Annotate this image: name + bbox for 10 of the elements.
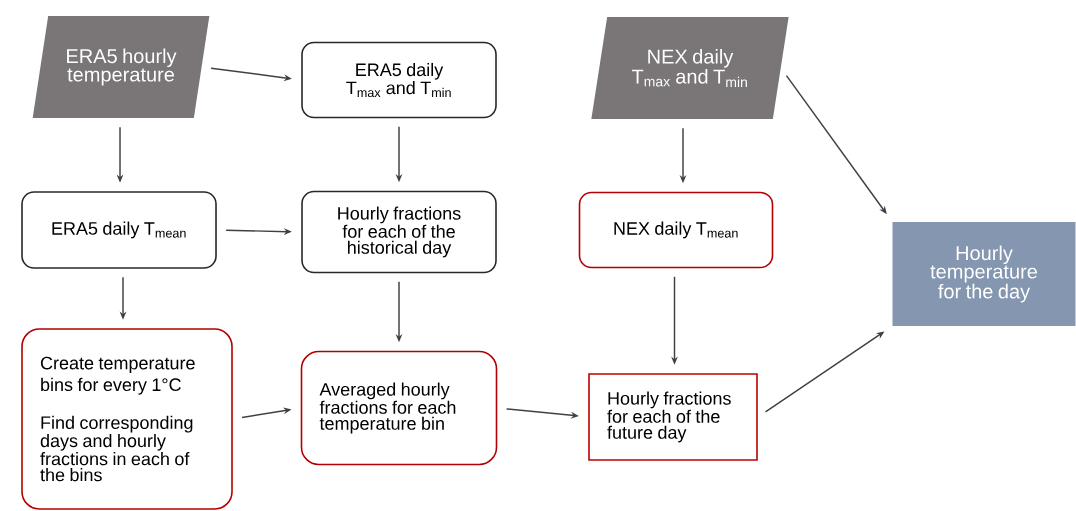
process-box: NEX daily T$_{mean}$ (578, 191, 774, 269)
process-box: Hourly fractions for each of the historical day (301, 190, 497, 274)
input-parallelogram: ERA5 hourly temperature (32, 16, 210, 118)
process-box: ERA5 daily T$_{max}$ and T$_{min}$ (301, 41, 497, 119)
process-box: Hourly fractions for each of the future day (588, 373, 758, 461)
input-parallelogram: NEX daily T$_{max}$ and T$_{min}$ (591, 17, 789, 119)
process-box: Averaged hourly fractions for each temperature bin (300, 350, 498, 466)
process-box: ERA5 daily T$_{mean}$ (21, 191, 217, 269)
output-box: Hourly temperature for the day (892, 222, 1076, 326)
process-box: Create temperature bins for every 1°C Find corresponding days and hourly fractions in each of the bins (21, 328, 233, 510)
